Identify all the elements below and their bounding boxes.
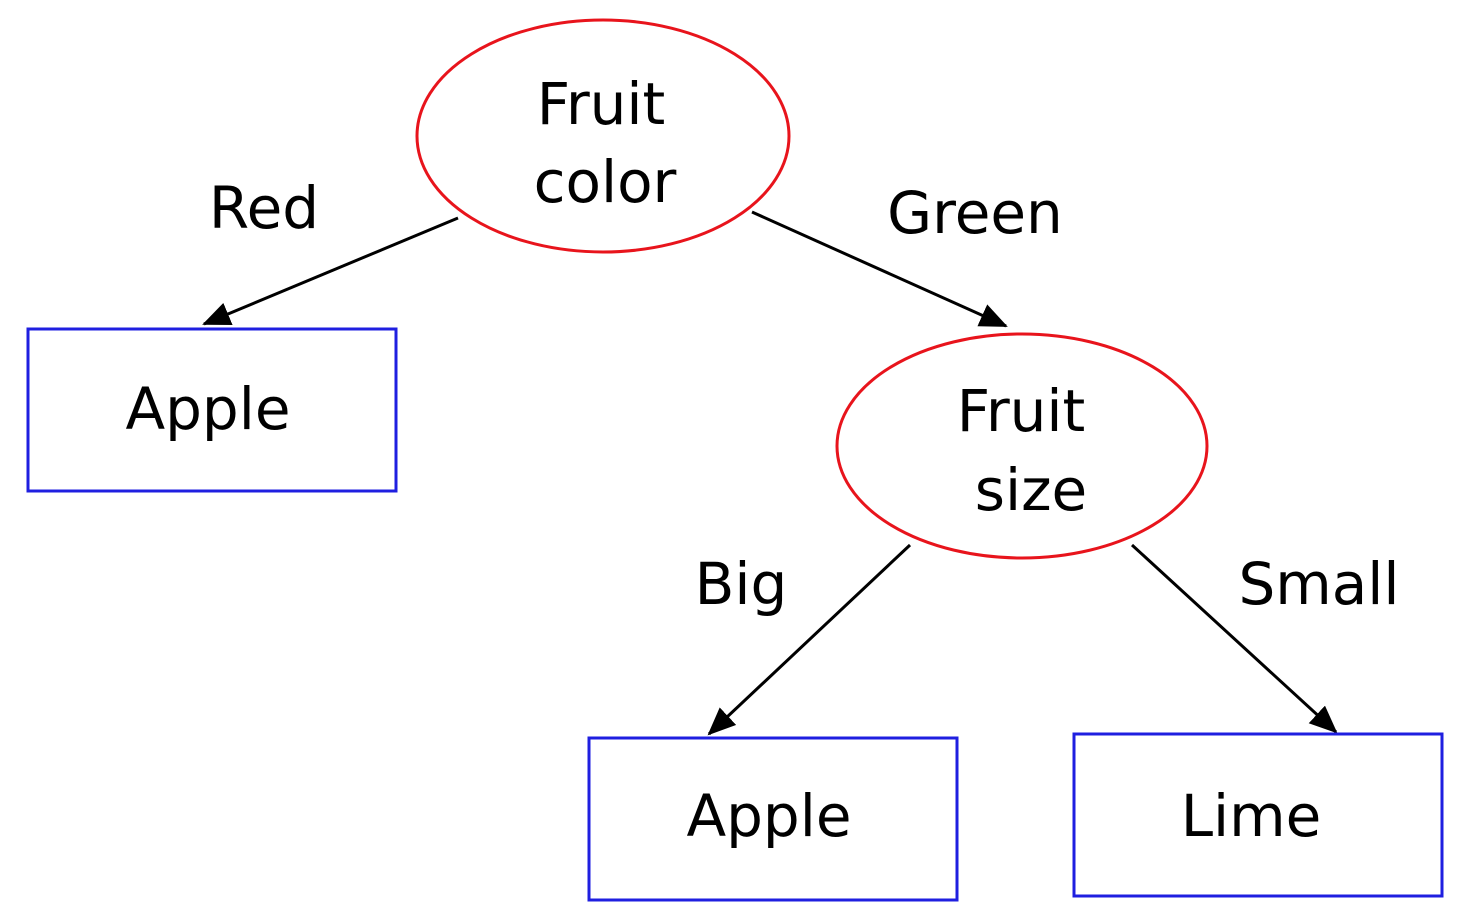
decision-node-label-line2: size: [975, 456, 1087, 524]
edge-label-big: Big: [695, 550, 788, 618]
decision-node-label-line2: color: [534, 148, 677, 216]
decision-node-fruit-color: Fruit color: [415, 18, 791, 254]
leaf-node-shape: [1072, 732, 1444, 898]
decision-node-label-line1: Fruit: [957, 377, 1086, 445]
edge-red: [202, 216, 459, 326]
decision-node-label-line1: Fruit: [537, 70, 666, 138]
leaf-node-label: Lime: [1181, 782, 1322, 850]
leaf-node-lime: Lime: [1072, 732, 1444, 898]
decision-node-shape: [415, 18, 791, 254]
decision-node-shape: [835, 332, 1209, 560]
leaf-node-shape: [587, 736, 959, 902]
leaf-node-label: Apple: [686, 782, 851, 850]
edge-label-green: Green: [887, 179, 1063, 247]
edge-small: [1130, 543, 1338, 734]
leaf-node-shape: [26, 327, 398, 493]
edge-green: [751, 210, 1008, 328]
decision-node-fruit-size: Fruit size: [835, 332, 1209, 560]
edge-label-red: Red: [209, 174, 319, 242]
leaf-node-apple-bottom: Apple: [587, 736, 959, 902]
edge-label-small: Small: [1238, 550, 1399, 618]
leaf-node-label: Apple: [125, 375, 290, 443]
edge-big: [707, 543, 912, 736]
leaf-node-apple-left: Apple: [26, 327, 398, 493]
